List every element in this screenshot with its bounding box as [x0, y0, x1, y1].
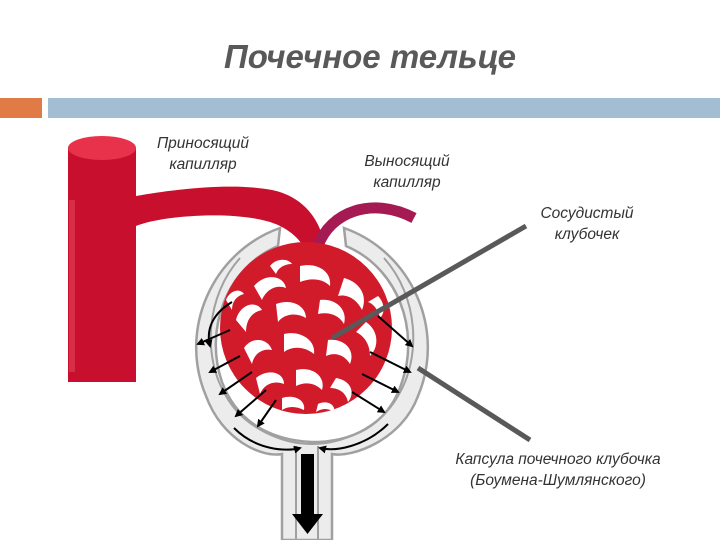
- afferent-vessel: [68, 136, 326, 382]
- efferent-capillary-label: Выносящий капилляр: [352, 151, 462, 193]
- efferent-label-line2: капилляр: [373, 174, 441, 191]
- tubule-flow-arrow: [292, 454, 323, 534]
- glomerulus-label: Сосудистый клубочек: [522, 203, 652, 245]
- capsule-label-line1: Капсула почечного клубочка: [455, 451, 661, 468]
- slide-title: Почечное тельце: [223, 38, 517, 75]
- glomerulus-pointer-line: [330, 223, 528, 341]
- efferent-vessel: [312, 202, 417, 249]
- afferent-label-line1: Приносящий: [156, 135, 250, 152]
- efferent-label-line1: Выносящий: [364, 153, 450, 170]
- afferent-capillary-label: Приносящий капилляр: [148, 133, 258, 175]
- capsule-label-line2: (Боумена-Шумлянского): [470, 472, 646, 489]
- glomerulus-label-line1: Сосудистый: [540, 205, 634, 222]
- accent-bar: [0, 98, 42, 118]
- capsule-label: Капсула почечного клубочка (Боумена-Шумл…: [420, 449, 696, 491]
- afferent-label-line2: капилляр: [169, 156, 237, 173]
- glomerulus: [220, 242, 392, 414]
- filtration-arrows: [196, 301, 414, 454]
- glomerulus-label-line2: клубочек: [554, 226, 620, 243]
- capsule-pointer-line: [416, 365, 532, 443]
- header-bar: [48, 98, 720, 118]
